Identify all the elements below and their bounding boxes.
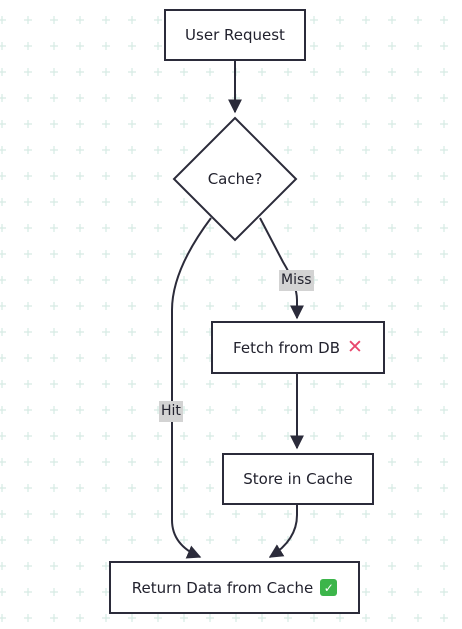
edge-cache-hit [171, 217, 212, 559]
node-return-data: Return Data from Cache ✓ [109, 561, 360, 614]
node-user-request: User Request [164, 9, 306, 61]
cross-mark-icon: ✕ [347, 336, 363, 358]
check-mark-icon: ✓ [320, 579, 338, 596]
edge-label-hit: Hit [159, 401, 183, 422]
node-user-request-label: User Request [185, 26, 285, 44]
node-fetch-from-db-label: Fetch from DB [233, 338, 341, 357]
node-store-in-cache: Store in Cache [222, 453, 374, 505]
node-fetch-from-db: Fetch from DB ✕ [211, 321, 385, 374]
node-return-data-label: Return Data from Cache [131, 578, 314, 597]
edge-label-miss: Miss [279, 270, 314, 291]
cache-decision-diamond [172, 116, 298, 242]
node-store-in-cache-label: Store in Cache [243, 470, 353, 488]
edge-store-to-return [268, 504, 298, 558]
node-cache-decision-label: Cache? [207, 170, 263, 188]
